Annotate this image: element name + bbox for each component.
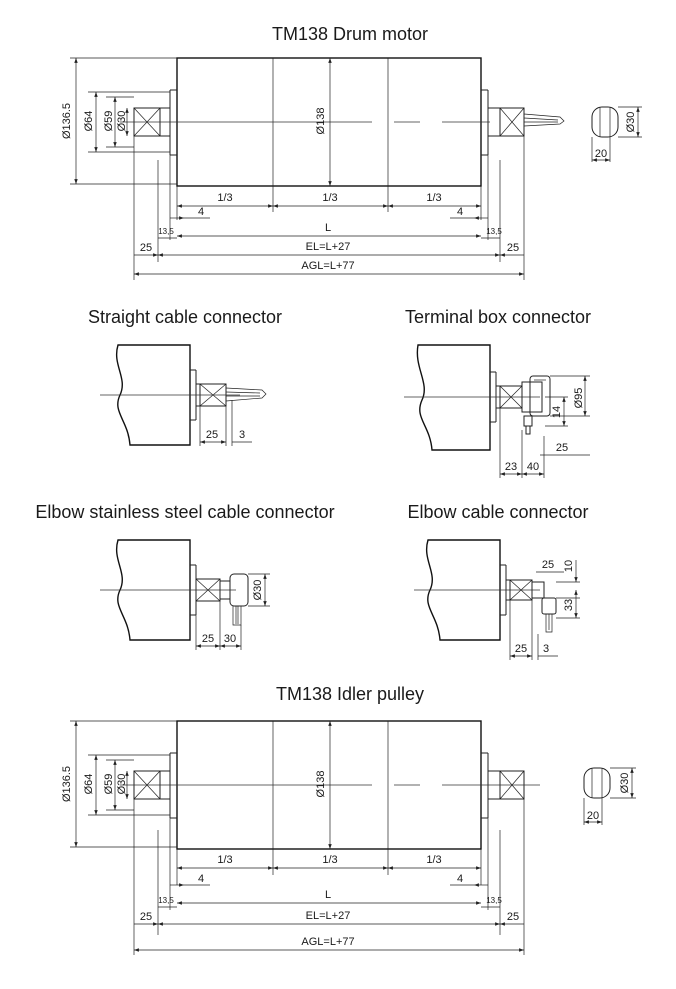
shaft-end-view [591, 106, 619, 138]
dimension-label: Ø30 [619, 773, 631, 794]
dimension-label: 4 [457, 206, 463, 218]
dimension-label: 4 [457, 873, 463, 885]
terminal-box-title: Terminal box connector [405, 307, 591, 327]
dimension-label: 25 [140, 911, 152, 923]
dimension-label: 25 [202, 633, 214, 645]
dimension-label: 25 [140, 242, 152, 254]
dimension-label: AGL=L+77 [301, 936, 354, 948]
dimension-label: 30 [224, 633, 236, 645]
dimension-label: Ø30 [116, 111, 128, 132]
dimension-label: 13,5 [158, 227, 174, 236]
dimension-label: Ø30 [625, 112, 637, 133]
terminal-box [529, 375, 551, 417]
elbow-fitting [541, 597, 557, 615]
dimension-label: 33 [563, 599, 575, 611]
cable [523, 113, 565, 127]
dimension-label: 20 [587, 810, 599, 822]
dimension-label: EL=L+27 [306, 910, 351, 922]
dimension-label: Ø136.5 [61, 103, 73, 139]
dimension-label: Ø30 [252, 580, 264, 601]
dimension-label: 40 [527, 461, 539, 473]
dimension-label: 1/3 [426, 854, 441, 866]
elbow-ss-title: Elbow stainless steel cable connector [35, 502, 334, 522]
drum-motor-drawing: TM138 Drum motor Ø1 [61, 24, 642, 280]
idler-pulley-title: TM138 Idler pulley [276, 684, 424, 704]
dimension-label: 1/3 [217, 192, 232, 204]
dimension-label: 25 [542, 559, 554, 571]
dimension-label: L [325, 222, 331, 234]
dimension-label: EL=L+27 [306, 241, 351, 253]
dimension-label: Ø64 [83, 111, 95, 132]
dimension-label: 23 [505, 461, 517, 473]
dimension-label: L [325, 889, 331, 901]
dimension-label: Ø95 [573, 388, 585, 409]
dimension-label: 10 [563, 560, 575, 572]
dimension-label: Ø136.5 [61, 766, 73, 802]
dimension-label: 1/3 [426, 192, 441, 204]
dimension-label: Ø138 [315, 771, 327, 798]
dimension-label: 1/3 [322, 192, 337, 204]
dimension-label: AGL=L+77 [301, 260, 354, 272]
dimension-label: Ø64 [83, 774, 95, 795]
dimension-label: 25 [515, 643, 527, 655]
dimension-label: 1/3 [217, 854, 232, 866]
straight-connector-title: Straight cable connector [88, 307, 282, 327]
dimension-label: 14 [551, 406, 563, 418]
dimension-label: 25 [556, 442, 568, 454]
dimension-label: 4 [198, 873, 204, 885]
elbow-connector-drawing: Elbow cable connector 25 10 33 25 3 [407, 502, 589, 660]
dimension-label: 3 [239, 429, 245, 441]
dimension-label: Ø59 [103, 111, 115, 132]
dimension-label: 25 [507, 242, 519, 254]
dimension-label: 20 [595, 148, 607, 160]
straight-connector-drawing: Straight cable connector 25 3 [88, 307, 282, 446]
idler-pulley-drawing: TM138 Idler pulley Ø136.5 Ø64 Ø [61, 684, 636, 955]
drum-end-partial [115, 344, 191, 446]
dimension-label: 13,5 [486, 227, 502, 236]
dimension-label: 25 [507, 911, 519, 923]
dimension-label: Ø59 [103, 774, 115, 795]
dimension-label: Ø30 [116, 774, 128, 795]
terminal-box-drawing: Terminal box connector Ø95 14 25 23 40 [404, 307, 591, 478]
dimension-label: 25 [206, 429, 218, 441]
drum-motor-title: TM138 Drum motor [272, 24, 428, 44]
elbow-ss-connector-drawing: Elbow stainless steel cable connector Ø3… [35, 502, 335, 650]
dimension-label: 3 [543, 643, 549, 655]
dimension-label: Ø138 [315, 108, 327, 135]
dimension-label: 13,5 [158, 896, 174, 905]
dimension-label: 1/3 [322, 854, 337, 866]
elbow-connector-title: Elbow cable connector [407, 502, 588, 522]
dimension-label: 13,5 [486, 896, 502, 905]
dimension-label: 4 [198, 206, 204, 218]
